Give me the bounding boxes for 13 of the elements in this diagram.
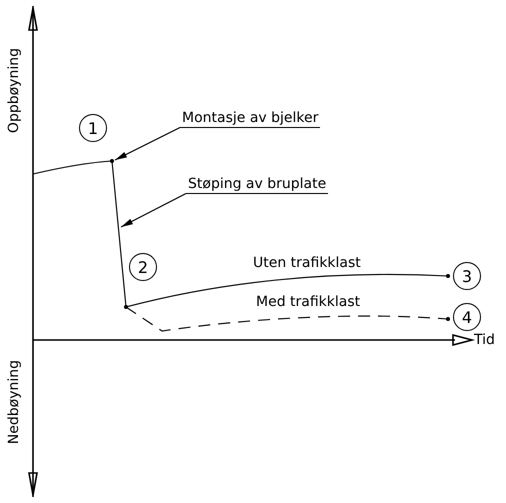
axis-label: Nedbøyning [6, 360, 22, 444]
curve-label: Uten trafikklast [253, 255, 361, 271]
curve-label: Med trafikklast [256, 294, 360, 310]
callout-number: 1 [79, 114, 107, 142]
annotation-text: Montasje av bjelker [180, 110, 320, 128]
callout-number: 2 [129, 253, 157, 281]
callout-number: 3 [453, 262, 481, 290]
axis-label: Tid [474, 332, 495, 348]
callout-number: 4 [453, 303, 481, 331]
leader-line [114, 127, 180, 160]
leader-line [120, 193, 186, 228]
annotation-text: Støping av bruplate [186, 176, 328, 194]
axis-label: Oppbøyning [6, 48, 22, 134]
